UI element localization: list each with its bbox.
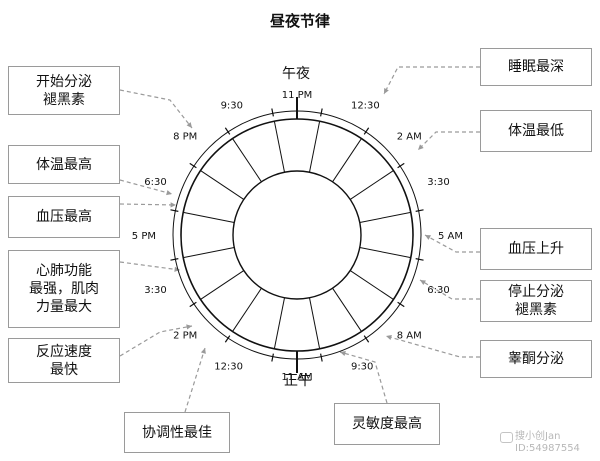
connector-arrowhead bbox=[425, 235, 431, 240]
connector-arrowhead bbox=[200, 348, 206, 354]
clock-tick-label: 5 PM bbox=[132, 231, 156, 242]
clock-segment-line bbox=[183, 246, 235, 259]
connector-line bbox=[419, 279, 480, 300]
testosterone-box: 睾酮分泌 bbox=[480, 340, 592, 378]
clock-segment-line bbox=[183, 211, 235, 224]
clock-segment-line bbox=[273, 121, 286, 173]
connector-line bbox=[119, 325, 193, 357]
connector-arrowhead bbox=[186, 324, 192, 330]
connector-line bbox=[383, 66, 480, 95]
connector-line bbox=[424, 234, 480, 253]
temp-high-box: 体温最高 bbox=[8, 145, 120, 184]
clock-tick bbox=[271, 353, 274, 362]
clock-tick-label: 11 AM bbox=[281, 372, 312, 383]
noon-label: 正午 bbox=[284, 373, 312, 389]
clock-tick bbox=[363, 335, 370, 343]
temp-low-box: 体温最低 bbox=[480, 110, 592, 152]
clock-segment-line bbox=[232, 287, 262, 332]
diagram-title: 昼夜节律 bbox=[269, 12, 330, 30]
clock-segment-line bbox=[308, 297, 321, 349]
clock-tick-label: 6:30 bbox=[144, 177, 166, 188]
clock-tick bbox=[170, 209, 179, 212]
clock-tick-label: 9:30 bbox=[221, 101, 243, 112]
connector-line bbox=[119, 179, 173, 195]
clock-tick bbox=[224, 335, 231, 343]
clock-tick bbox=[224, 127, 231, 135]
clock-segment-line bbox=[349, 270, 394, 300]
melatonin-stop-box: 停止分泌 褪黑素 bbox=[480, 280, 592, 322]
connector-arrowhead bbox=[420, 280, 426, 286]
connector-line bbox=[385, 335, 480, 358]
coordination-box: 协调性最佳 bbox=[124, 412, 230, 453]
clock-segment-line bbox=[349, 170, 394, 200]
clock-tick bbox=[415, 209, 424, 212]
connector-arrowhead bbox=[418, 144, 424, 150]
clock-tick-label: 12:30 bbox=[214, 361, 243, 372]
clock-tick-label: 8 PM bbox=[173, 131, 197, 142]
bp-high-box: 血压最高 bbox=[8, 196, 120, 238]
connector-arrowhead bbox=[170, 202, 176, 208]
clock-segment-line bbox=[273, 297, 286, 349]
clock-tick bbox=[397, 162, 405, 169]
reaction-box: 反应速度 最快 bbox=[8, 338, 120, 383]
heart-lung-box: 心肺功能 最强，肌肉 力量最大 bbox=[8, 250, 120, 328]
watermark: 搜小创Jan ID:54987554 bbox=[515, 431, 580, 454]
clock-tick-label: 5 AM bbox=[438, 231, 463, 242]
clock-tick-label: 9:30 bbox=[351, 361, 373, 372]
connector-arrowhead bbox=[386, 334, 392, 340]
connector-arrowhead bbox=[186, 122, 192, 128]
clock-tick-label: 8 AM bbox=[397, 331, 422, 342]
clock-tick bbox=[363, 127, 370, 135]
clock-tick-label: 3:30 bbox=[427, 177, 449, 188]
clock-segment-line bbox=[359, 211, 411, 224]
clock-tick-label: 11 PM bbox=[282, 90, 313, 101]
clock-segment-line bbox=[308, 121, 321, 173]
connector-arrowhead bbox=[384, 88, 389, 94]
connector-line bbox=[119, 89, 193, 129]
clock-segment-line bbox=[200, 270, 245, 300]
connector-line bbox=[119, 261, 181, 271]
melatonin-start-box: 开始分泌 褪黑素 bbox=[8, 66, 120, 115]
clock-segment-line bbox=[359, 246, 411, 259]
clock-tick bbox=[271, 108, 274, 117]
deep-sleep-box: 睡眠最深 bbox=[480, 48, 592, 86]
connector-line bbox=[339, 351, 388, 404]
clock-face: 12:30 2 AM 3:30 5 AM 6:30 8 AM 9:30 11 AM 12:30 2… bbox=[132, 90, 463, 383]
clock-tick bbox=[320, 353, 323, 362]
clock-tick bbox=[189, 162, 197, 169]
clock-tick bbox=[397, 301, 405, 308]
clock-tick bbox=[415, 258, 424, 261]
clock-tick bbox=[189, 301, 197, 308]
alertness-box: 灵敏度最高 bbox=[334, 403, 440, 445]
connector-line bbox=[119, 203, 177, 206]
clock-segment-line bbox=[232, 138, 262, 183]
connector-arrowhead bbox=[166, 190, 172, 196]
clock-tick-label: 3:30 bbox=[144, 285, 166, 296]
clock-tick-label: 2 AM bbox=[397, 131, 422, 142]
watermark-icon bbox=[500, 432, 513, 443]
bp-rise-box: 血压上升 bbox=[480, 228, 592, 270]
clock-segment-line bbox=[332, 138, 362, 183]
connector-lines bbox=[119, 66, 480, 413]
clock-segment-line bbox=[332, 287, 362, 332]
clock-tick-label: 6:30 bbox=[427, 285, 449, 296]
connector-line bbox=[184, 347, 206, 413]
clock-inner-circle bbox=[232, 170, 362, 300]
clock-tick-label: 12:30 bbox=[351, 101, 380, 112]
clock-tick-label: 2 PM bbox=[173, 331, 197, 342]
midnight-label: 午夜 bbox=[282, 66, 310, 82]
clock-tick bbox=[320, 108, 323, 117]
clock-segment-line bbox=[200, 170, 245, 200]
connector-arrowhead bbox=[340, 350, 346, 356]
clock-tick bbox=[170, 258, 179, 261]
connector-arrowhead bbox=[174, 266, 180, 272]
connector-line bbox=[417, 131, 480, 151]
